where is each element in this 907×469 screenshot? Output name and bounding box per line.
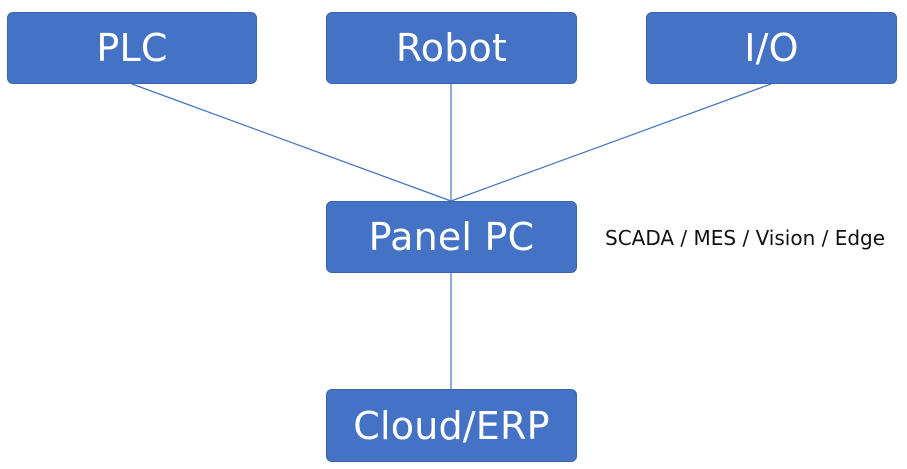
panel-pc-label: Panel PC: [368, 215, 535, 259]
plc-label: PLC: [96, 26, 168, 70]
robot-label: Robot: [395, 26, 508, 70]
panel-pc-node: Panel PC: [326, 201, 577, 273]
connector-io-to-panel-pc: [450, 83, 772, 202]
panel-pc-note: SCADA / MES / Vision / Edge: [605, 226, 886, 250]
robot-node: Robot: [326, 12, 577, 84]
cloud-erp-label: Cloud/ERP: [353, 403, 550, 448]
io-label: I/O: [744, 26, 799, 70]
cloud-erp-node: Cloud/ERP: [326, 389, 577, 462]
io-node: I/O: [646, 12, 897, 84]
plc-node: PLC: [7, 12, 257, 84]
connector-plc-to-panel-pc: [131, 83, 452, 202]
